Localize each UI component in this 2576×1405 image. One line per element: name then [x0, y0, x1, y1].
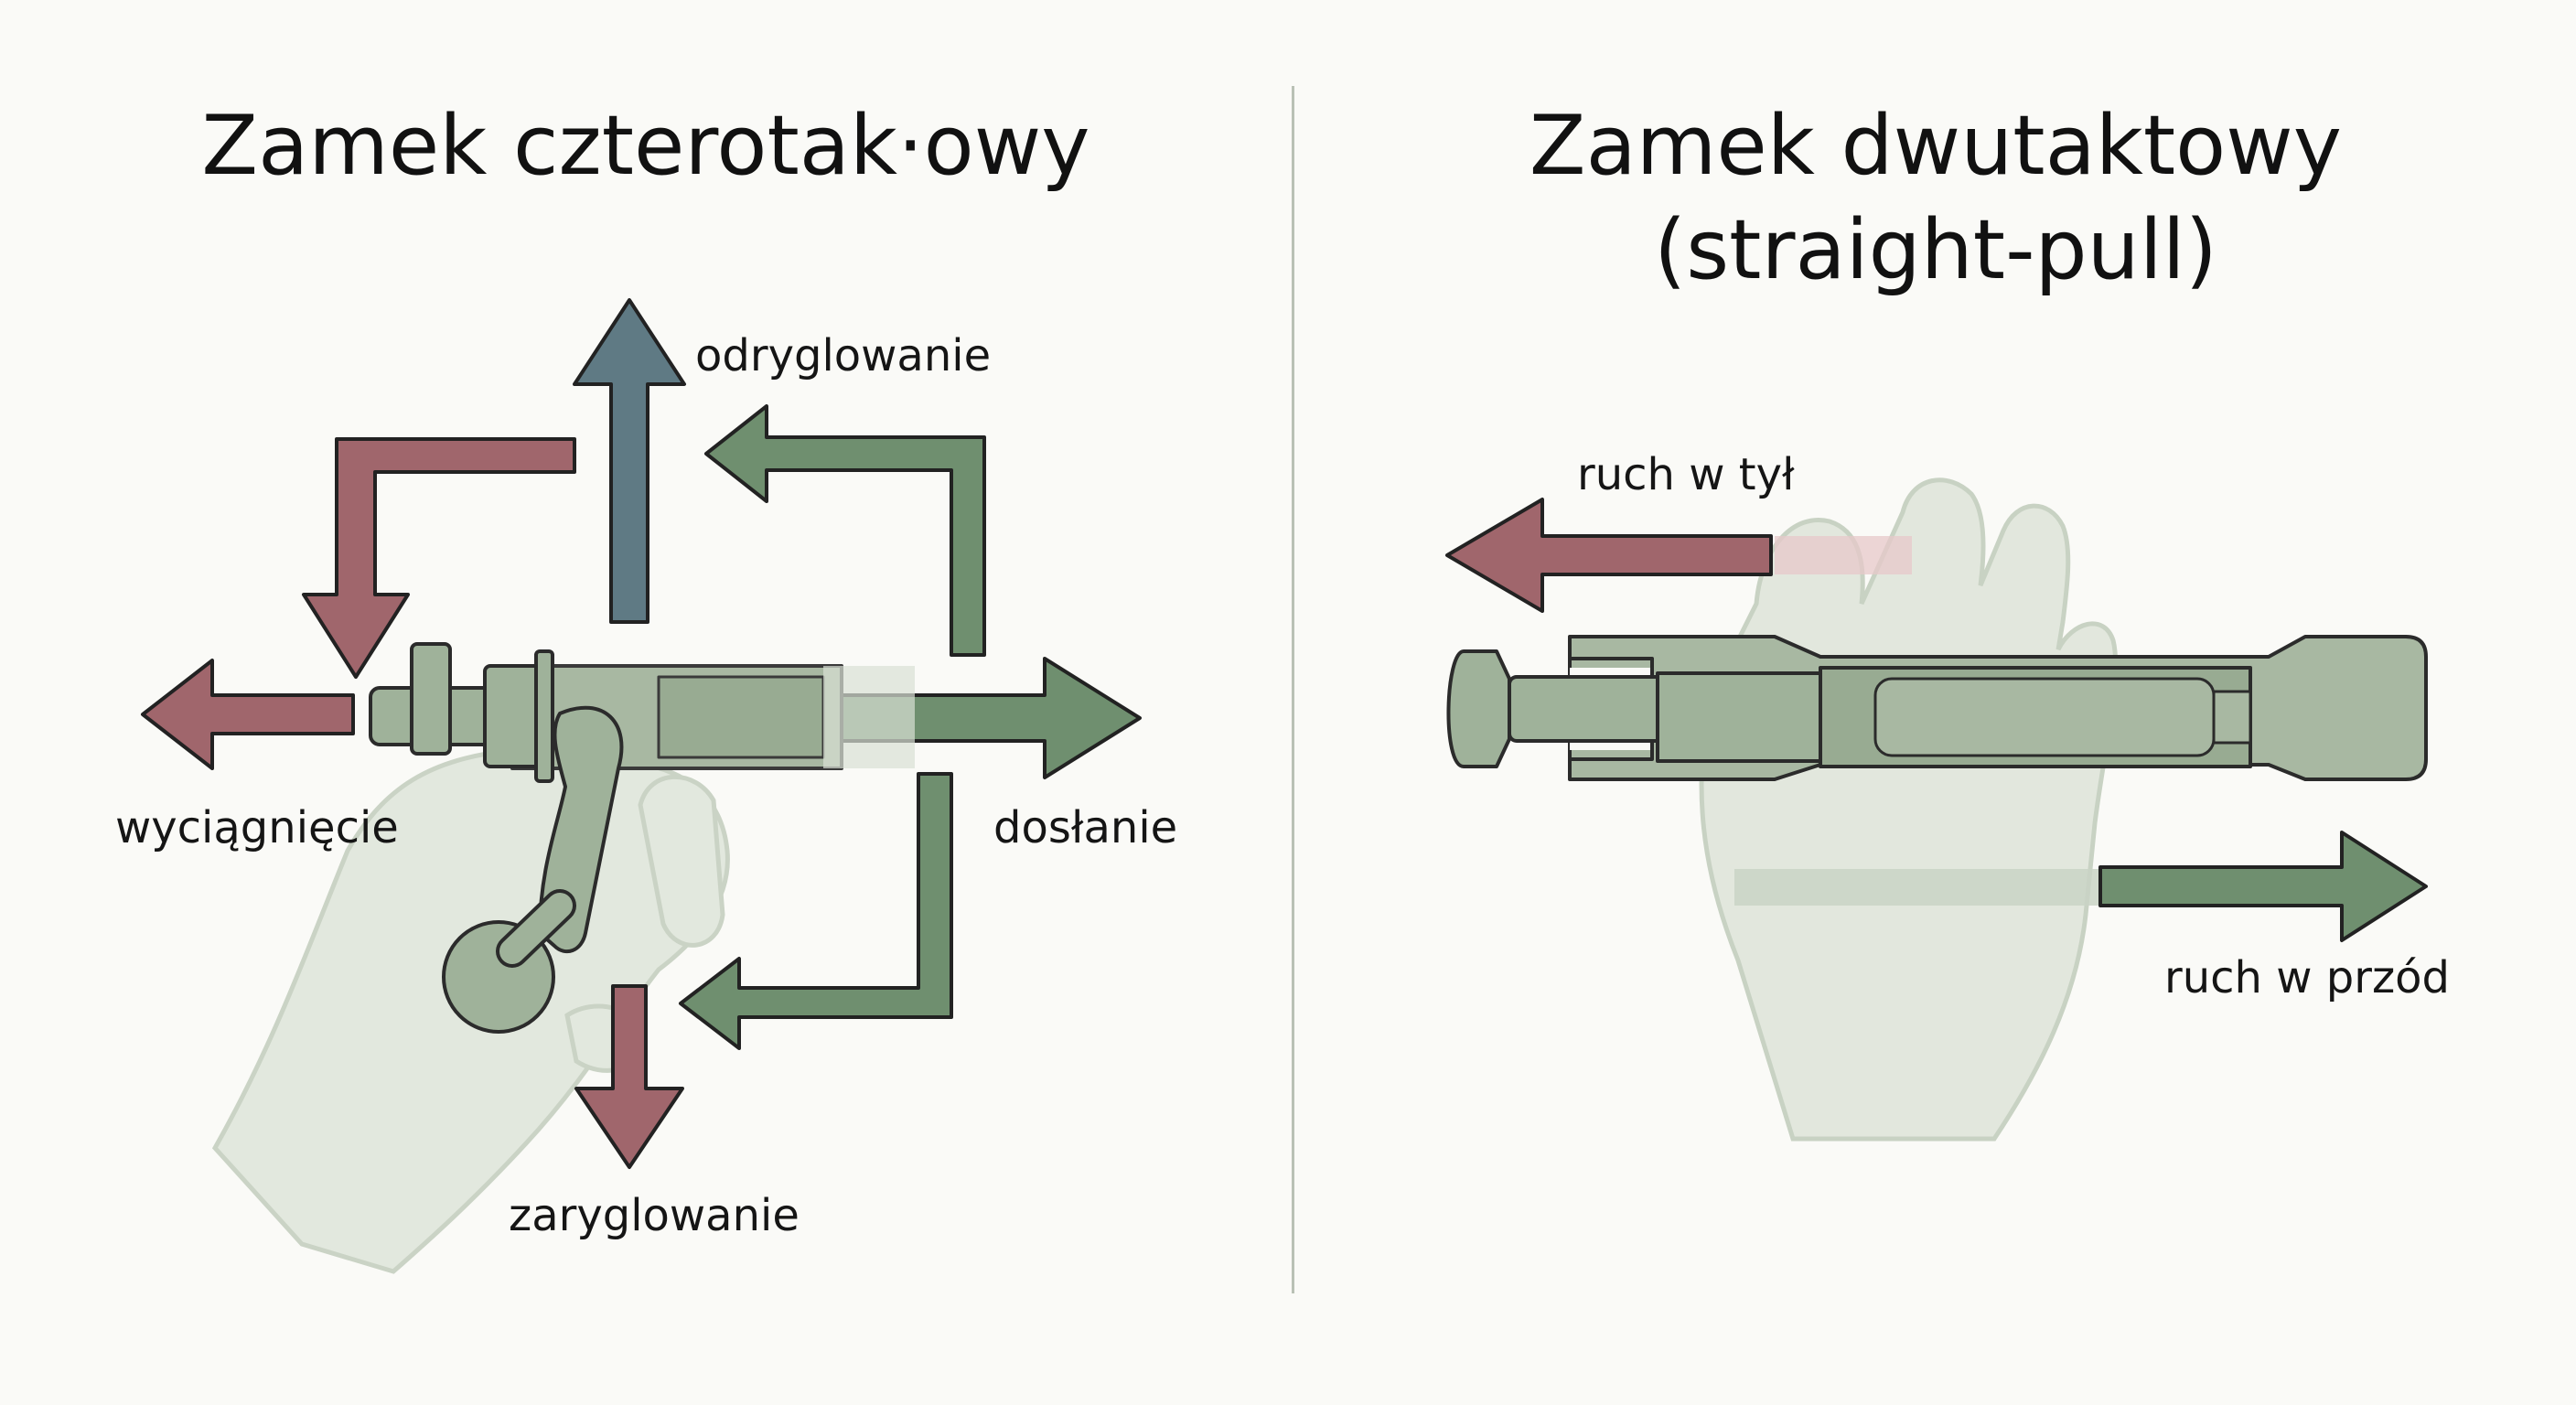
lock-arrow-icon	[574, 984, 684, 1169]
unlock-label: odryglowanie	[695, 330, 992, 381]
left-panel-title: Zamek czterotak·owy	[201, 98, 1090, 194]
bolt-action-bolt-icon	[369, 642, 915, 1034]
right-panel-title-line1: Zamek dwutaktowy	[1529, 98, 2343, 194]
right-panel-title-line2: (straight-pull)	[1654, 202, 2217, 298]
forward-arrow-icon	[2098, 831, 2428, 942]
back-arrow-fade	[1775, 536, 1912, 574]
forward-arrow-fade	[1734, 869, 2100, 906]
extract-arrow-icon	[141, 659, 355, 770]
four-stroke-illustration	[141, 298, 1142, 1274]
panel-divider	[1292, 86, 1294, 1293]
back-label: ruch w tył	[1577, 449, 1795, 500]
straight-pull-bolt-icon	[1446, 635, 2428, 781]
bottom-return-arrow-icon	[679, 772, 953, 1050]
feed-label: dosłanie	[993, 802, 1178, 853]
extract-label: wyciągnięcie	[115, 802, 399, 853]
unlock-arrow-icon	[573, 298, 686, 624]
open-hand-icon	[1699, 477, 2119, 1142]
forward-label: ruch w przód	[2164, 952, 2450, 1003]
lock-label: zaryglowanie	[509, 1190, 800, 1241]
unlock-to-extract-arrow-icon	[302, 437, 576, 679]
top-return-arrow-icon	[704, 404, 986, 657]
back-arrow-icon	[1445, 498, 1773, 613]
